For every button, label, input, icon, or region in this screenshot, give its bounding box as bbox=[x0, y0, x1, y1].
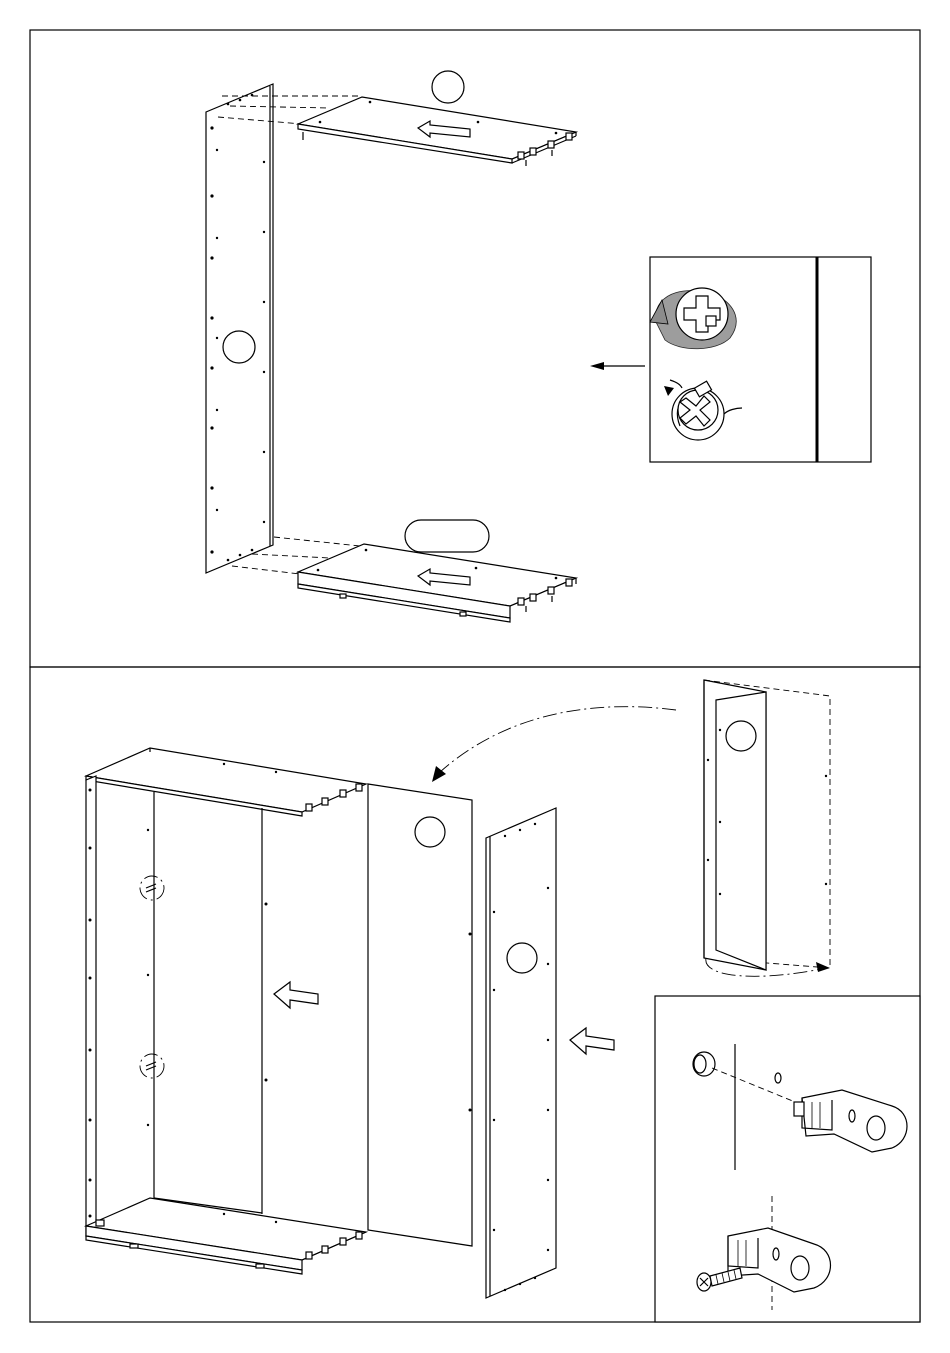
wardrobe-carcass bbox=[86, 748, 366, 1274]
cam-fittings bbox=[96, 784, 362, 1268]
back-panel bbox=[368, 784, 472, 1246]
hinge-marker bbox=[140, 876, 164, 1078]
push-arrow-icon bbox=[274, 982, 318, 1008]
side-panel-left bbox=[206, 84, 273, 573]
detail-pointer-arrow bbox=[590, 362, 645, 370]
push-arrow-icon bbox=[570, 1028, 614, 1054]
curved-pointer-arrow bbox=[432, 707, 676, 782]
bottom-board bbox=[298, 544, 576, 622]
panel-rotation-inset bbox=[704, 680, 830, 976]
part-label-circle bbox=[223, 331, 255, 363]
part-label-circle bbox=[415, 817, 445, 847]
cap-icon bbox=[693, 1052, 715, 1076]
hinge-bracket-detail-box bbox=[655, 996, 920, 1322]
part-label-circle bbox=[726, 721, 756, 751]
side-panel-right bbox=[486, 808, 556, 1298]
part-label-circle bbox=[507, 943, 537, 973]
top-board bbox=[298, 97, 576, 166]
cam-lock-detail-box bbox=[650, 257, 871, 462]
part-label-oval bbox=[405, 520, 489, 552]
part-label-circle bbox=[432, 71, 464, 103]
